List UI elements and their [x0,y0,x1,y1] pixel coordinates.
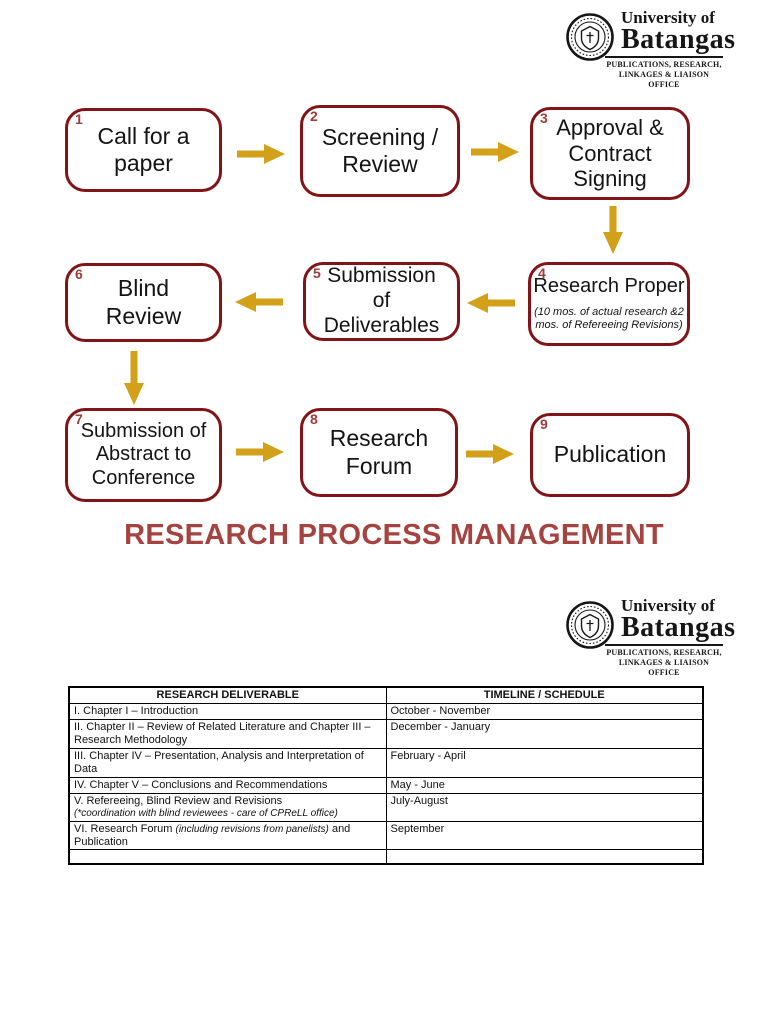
step-number: 2 [310,108,318,124]
deliverable-note: (*coordination with blind reviewees - ca… [74,807,338,819]
arrow-left-icon [235,292,283,312]
step-label: Publication [553,441,667,468]
flow-step-submission-deliverables: 5 Submission of Deliverables [303,262,460,341]
arrow-right-icon [237,144,285,164]
arrow-right-icon [466,444,514,464]
flow-step-publication: 9 Publication [530,413,690,497]
table-row-empty [68,849,704,865]
page-title: RESEARCH PROCESS MANAGEMENT [124,519,664,551]
ub-logo-top: University of Batangas PUBLICATIONS, RES… [565,8,735,90]
step-label: Submission of Abstract to Conference [80,419,207,489]
logo-wordmark: University of Batangas PUBLICATIONS, RES… [605,8,736,90]
deliverable-cell: IV. Chapter V – Conclusions and Recommen… [68,776,387,794]
deliverable-cell: III. Chapter IV – Presentation, Analysis… [68,747,387,778]
step-number: 6 [75,266,83,282]
flow-step-screening-review: 2 Screening / Review [300,105,460,197]
logo-office-line1: PUBLICATIONS, RESEARCH, [606,648,722,658]
table-row: III. Chapter IV – Presentation, Analysis… [68,747,704,778]
deliverable-cell: I. Chapter I – Introduction [68,702,387,720]
step-label: Research Forum [329,425,429,479]
step-label: Submission of Deliverables [323,264,440,337]
table-header-row: RESEARCH DELIVERABLE TIMELINE / SCHEDULE [68,686,704,704]
header-timeline-schedule: TIMELINE / SCHEDULE [385,686,704,704]
arrow-left-icon [467,293,515,313]
table-row: II. Chapter II – Review of Related Liter… [68,718,704,749]
flow-step-research-forum: 8 Research Forum [300,408,458,497]
deliverable-cell: II. Chapter II – Review of Related Liter… [68,718,387,749]
flow-step-call-for-paper: 1 Call for a paper [65,108,222,192]
header-research-deliverable: RESEARCH DELIVERABLE [68,686,387,704]
deliverable-text: III. Chapter IV – Presentation, Analysis… [74,749,364,775]
logo-batangas: Batangas [621,611,736,643]
logo-office-line1: PUBLICATIONS, RESEARCH, [606,60,722,70]
step-number: 5 [313,265,321,281]
step-label: Approval & Contract Signing [556,114,664,192]
deliverable-cell: V. Refereeing, Blind Review and Revision… [68,792,387,822]
university-seal-icon [566,601,614,649]
timeline-cell: July-August [385,792,704,822]
flow-step-abstract-conference: 7 Submission of Abstract to Conference [65,408,222,502]
timeline-cell: February - April [385,747,704,778]
table-row: V. Refereeing, Blind Review and Revision… [68,792,704,822]
arrow-right-icon [236,442,284,462]
deliverable-text: II. Chapter II – Review of Related Liter… [74,720,371,746]
deliverable-italic-text: (including revisions from panelists) [175,823,329,835]
step-label: Blind Review [105,275,182,329]
flow-step-approval-contract: 3 Approval & Contract Signing [530,107,690,200]
step-number: 8 [310,411,318,427]
deliverable-cell [68,849,387,865]
ub-logo-middle: University of Batangas PUBLICATIONS, RES… [565,596,735,678]
logo-office-name: PUBLICATIONS, RESEARCH, LINKAGES & LIAIS… [605,644,723,678]
step-note-line2: mos. of Refereeing Revisions) [535,319,683,332]
table-row: VI. Research Forum (including revisions … [68,820,704,851]
logo-university-of: University of [621,8,715,27]
step-number: 9 [540,416,548,432]
timeline-cell: May - June [385,776,704,794]
logo-batangas: Batangas [621,23,736,55]
deliverable-text: V. Refereeing, Blind Review and Revision… [74,794,283,807]
step-number: 7 [75,411,83,427]
deliverable-text: and Publication [74,822,351,848]
table-row: I. Chapter I – Introduction October - No… [68,702,704,720]
logo-office-line2: LINKAGES & LIAISON OFFICE [618,70,710,90]
university-seal-icon [566,13,614,61]
deliverable-text: IV. Chapter V – Conclusions and Recommen… [74,778,328,791]
step-note: (10 mos. of actual research &2 mos. of R… [534,306,684,334]
step-label: Screening / Review [321,123,439,177]
deliverable-text: VI. Research Forum [74,822,176,835]
timeline-cell [385,849,704,865]
arrow-right-icon [471,142,519,162]
deliverable-cell: VI. Research Forum (including revisions … [68,820,387,851]
logo-office-line2: LINKAGES & LIAISON OFFICE [618,658,710,678]
step-number: 4 [538,265,546,281]
logo-university-of: University of [621,596,715,615]
step-label: Call for a paper [97,122,190,176]
step-label: Research Proper [533,274,685,297]
timeline-cell: September [385,820,704,851]
flow-step-blind-review: 6 Blind Review [65,263,222,342]
table-row: IV. Chapter V – Conclusions and Recommen… [68,776,704,794]
deliverables-timeline-table: RESEARCH DELIVERABLE TIMELINE / SCHEDULE… [68,686,704,865]
arrow-down-icon [124,351,144,405]
deliverable-text: I. Chapter I – Introduction [74,704,199,717]
logo-office-name: PUBLICATIONS, RESEARCH, LINKAGES & LIAIS… [605,56,723,90]
flow-step-research-proper: 4 Research Proper (10 mos. of actual res… [528,262,690,346]
timeline-cell: December - January [385,718,704,749]
step-number: 1 [75,111,83,127]
step-number: 3 [540,110,548,126]
logo-wordmark: University of Batangas PUBLICATIONS, RES… [605,596,736,678]
timeline-cell: October - November [385,702,704,720]
arrow-down-icon [603,206,623,254]
step-note-line1: (10 mos. of actual research &2 [534,305,684,318]
